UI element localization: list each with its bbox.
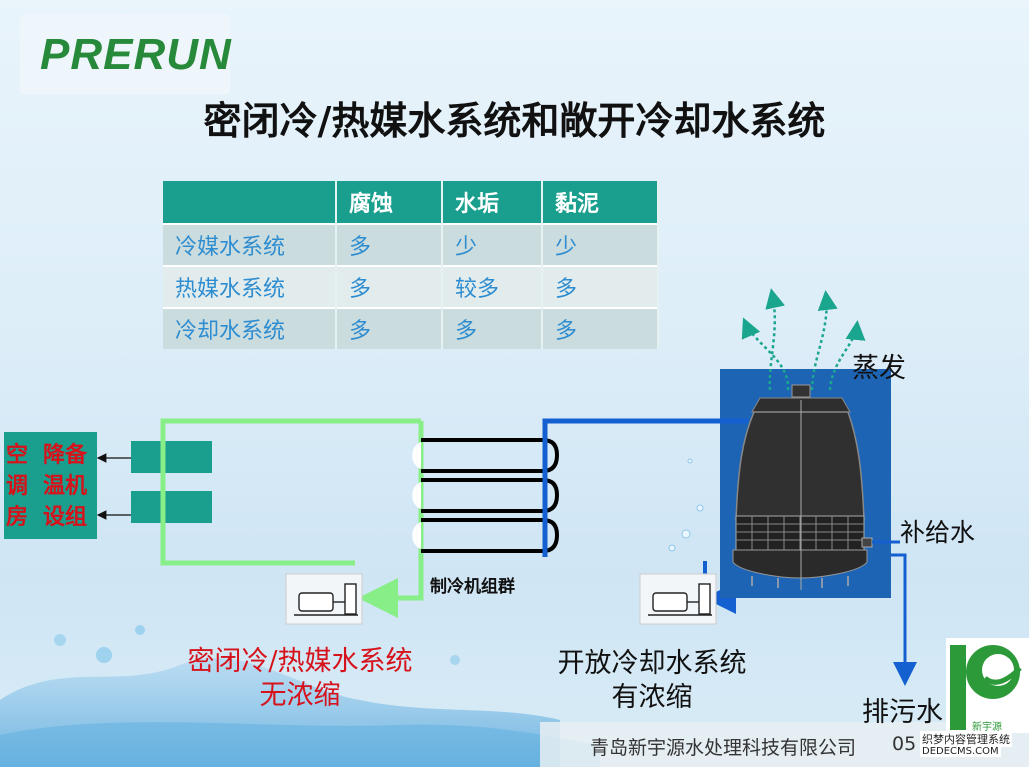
watermark-line2: DEDECMS.COM: [920, 746, 1001, 757]
ac-label-char: 调: [6, 473, 29, 499]
table-header-cell: 腐蚀: [336, 181, 443, 224]
comparison-table: 腐蚀 水垢 黏泥 冷媒水系统 多 少 少 热媒水系统 多 较多 多 冷却水系统 …: [163, 181, 659, 349]
cooling-equipment-label: 降备 温机 设组: [43, 440, 99, 533]
table-cell: 多: [336, 307, 443, 349]
closed-system-caption: 密闭冷/热媒水系统 无浓缩: [150, 645, 450, 713]
open-loop-pump-icon: [639, 573, 717, 625]
makeup-water-label: 补给水: [900, 518, 976, 547]
chiller-coils: [421, 438, 560, 553]
xinyuyuan-logo: [946, 638, 1029, 733]
table-header-cell: 黏泥: [542, 181, 659, 224]
logo-caption: 新宇源: [972, 722, 1002, 733]
heat-exchanger-top: [131, 441, 212, 473]
open-system-caption: 开放冷却水系统 有浓缩: [522, 647, 782, 715]
table-header-row: 腐蚀 水垢 黏泥: [163, 181, 659, 224]
water-droplets: [668, 458, 704, 552]
table-row: 冷却水系统 多 多 多: [163, 307, 659, 349]
table-cell: 冷却水系统: [163, 307, 337, 349]
table-cell: 少: [442, 223, 543, 266]
cooling-tower-icon: [732, 384, 873, 590]
coil-caps: [412, 442, 421, 549]
chiller-group-label: 制冷机组群: [430, 577, 515, 597]
green-return-pipe: [358, 421, 424, 618]
table-row: 冷媒水系统 多 少 少: [163, 223, 659, 266]
equipment-label-chars: 温机: [43, 473, 88, 499]
company-number-fragment: 05: [892, 733, 917, 755]
page-title: 密闭冷/热媒水系统和敞开冷却水系统: [203, 99, 826, 143]
watermark-line1: 织梦内容管理系统: [920, 731, 1012, 747]
table-cell: 多: [442, 307, 543, 349]
table-cell: 较多: [442, 265, 543, 308]
ac-label-char: 空: [6, 442, 29, 468]
green-supply-pipe: [160, 418, 421, 566]
equipment-label-chars: 设组: [43, 504, 88, 530]
ac-label-char: 房: [6, 504, 29, 530]
table-cell: 多: [542, 307, 659, 349]
table-cell: 多: [336, 223, 443, 266]
equipment-label-chars: 降备: [43, 442, 88, 468]
heat-exchanger-bottom: [131, 491, 212, 523]
closed-system-title: 密闭冷/热媒水系统: [187, 646, 413, 677]
table-row: 热媒水系统 多 较多 多: [163, 265, 659, 308]
prerun-logo: PRERUN: [40, 30, 232, 79]
open-system-note: 有浓缩: [611, 682, 693, 713]
open-system-title: 开放冷却水系统: [557, 648, 747, 679]
table-cell: 热媒水系统: [163, 265, 337, 308]
closed-system-note: 无浓缩: [259, 680, 341, 711]
evaporation-label: 蒸发: [852, 353, 906, 384]
logo-background: [20, 14, 230, 94]
table-cell: 多: [542, 265, 659, 308]
blowdown-pipe: [891, 553, 917, 686]
table-cell: 多: [336, 265, 443, 308]
company-name: 青岛新宇源水处理科技有限公司: [590, 737, 857, 759]
table-header-cell: [163, 181, 337, 224]
blue-supply-pipe: [542, 418, 722, 557]
table-cell: 少: [542, 223, 659, 266]
evaporation-arrows: [741, 288, 866, 391]
blowdown-label: 排污水: [862, 697, 943, 728]
closed-loop-pump-icon: [285, 573, 363, 625]
ac-room-label: 空 调 房: [6, 440, 34, 533]
table-cell: 冷媒水系统: [163, 223, 337, 266]
ac-room-box: [4, 432, 97, 539]
table-header-cell: 水垢: [442, 181, 543, 224]
